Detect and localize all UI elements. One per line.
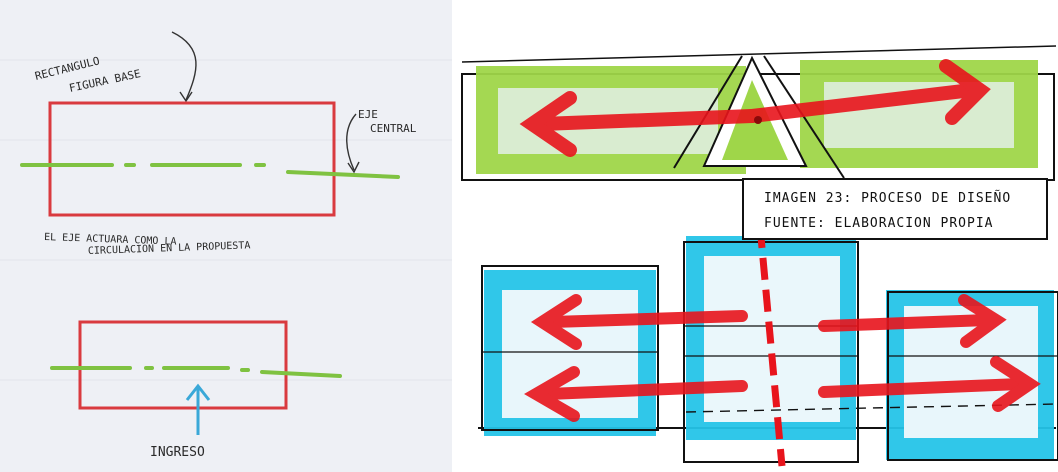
caption-source: FUENTE: ELABORACION PROPIA	[764, 216, 994, 231]
cyan-blocks-sketch	[478, 225, 1058, 467]
note-line1: EL EJE ACTUARA COMO LA	[44, 232, 177, 248]
label-entrance: INGRESO	[150, 445, 205, 460]
entrance-arrow	[185, 383, 211, 435]
left-sketch: RECTANGULO FIGURA BASE EJE CENTRAL EL EJ…	[0, 31, 452, 460]
base-rectangle	[48, 101, 336, 217]
label-axis-line1: EJE	[358, 108, 378, 121]
pointer-arrow-rectangle	[171, 31, 197, 101]
label-axis-line2: CENTRAL	[370, 122, 417, 135]
left-sketch-panel: RECTANGULO FIGURA BASE EJE CENTRAL EL EJ…	[0, 0, 452, 472]
caption-title: IMAGEN 23: PROCESO DE DISEÑO	[764, 191, 1012, 206]
pointer-arrow-axis	[346, 113, 357, 171]
small-rectangle	[78, 320, 288, 410]
central-axis	[20, 163, 400, 179]
small-axis	[50, 366, 342, 378]
right-sketch	[461, 45, 1058, 467]
green-bar-sketch	[461, 45, 1057, 181]
caption-box: IMAGEN 23: PROCESO DE DISEÑO FUENTE: ELA…	[742, 178, 1048, 240]
